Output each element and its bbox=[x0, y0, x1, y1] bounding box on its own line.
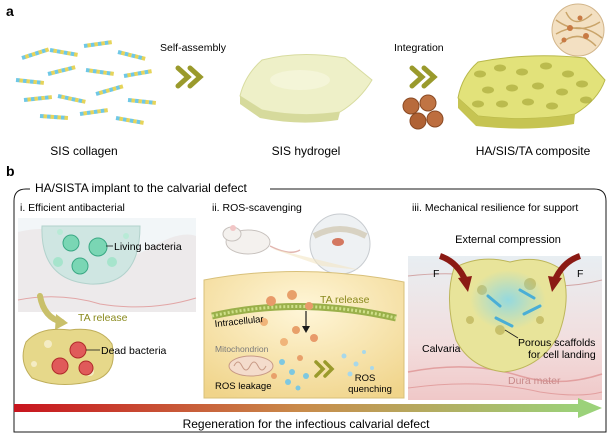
ta-pellets-graphic bbox=[402, 94, 444, 130]
scaffold-label-2: for cell landing bbox=[528, 349, 596, 361]
scaffold-label-1: Porous scaffolds bbox=[518, 337, 595, 349]
composite-graphic bbox=[457, 55, 606, 129]
sis-collagen-label: SIS collagen bbox=[50, 144, 117, 158]
regeneration-label: Regeneration for the infectious calvaria… bbox=[183, 417, 430, 431]
integration-label: Integration bbox=[394, 42, 444, 54]
ta-molecule-icons bbox=[260, 290, 318, 346]
intracellular-label: Intracellular bbox=[214, 314, 264, 330]
ros-quenching-label-2: quenching bbox=[348, 384, 392, 395]
force-arrow-right-icon bbox=[548, 253, 582, 292]
panel-b-frame bbox=[13, 188, 607, 433]
regeneration-gradient-arrow bbox=[14, 398, 602, 418]
down-arrow-icon bbox=[302, 326, 310, 333]
panel-b-title: HA/SISTA implant to the calvarial defect bbox=[35, 181, 248, 195]
ros-quenching-label-1: ROS bbox=[355, 373, 376, 384]
force-label-left: F bbox=[433, 268, 439, 280]
sub2-title: ii. ROS-scavenging bbox=[212, 202, 302, 214]
dead-bacteria-label: Dead bacteria bbox=[101, 345, 167, 357]
chevron-arrow-icon-3 bbox=[314, 360, 335, 378]
dura-mater-label: Dura mater bbox=[508, 375, 561, 387]
panel-b-letter: b bbox=[6, 163, 15, 179]
living-bacteria-label: Living bacteria bbox=[114, 241, 182, 253]
ta-release-label-2: TA release bbox=[320, 294, 370, 306]
sis-collagen-graphic bbox=[15, 40, 157, 125]
chevron-arrow-icon-1 bbox=[175, 65, 204, 89]
quenched-ros-icon bbox=[341, 350, 374, 377]
mouse-icon bbox=[222, 225, 301, 255]
external-compression-label: External compression bbox=[455, 234, 561, 246]
dead-bacteria-scaffold-graphic bbox=[22, 328, 114, 386]
composite-zoom-inset bbox=[551, 3, 605, 57]
ros-leakage-label: ROS leakage bbox=[215, 381, 272, 392]
title-backdrop bbox=[30, 178, 268, 196]
sub1-title: i. Efficient antibacterial bbox=[20, 202, 125, 214]
defect-cavity-graphic bbox=[17, 218, 197, 312]
skull-zoom-inset bbox=[270, 213, 371, 275]
self-assembly-label: Self-assembly bbox=[160, 42, 227, 54]
mitochondrion-icon bbox=[228, 355, 274, 377]
ros-particles-icon bbox=[271, 355, 309, 391]
sis-hydrogel-graphic bbox=[239, 53, 373, 123]
sis-hydrogel-label: SIS hydrogel bbox=[272, 144, 341, 158]
scaffold-leader-line bbox=[504, 329, 519, 339]
mitochondrion-label: Mitochondrion bbox=[215, 344, 269, 354]
force-arrow-left-icon bbox=[438, 253, 472, 292]
calvaria-label: Calvaria bbox=[422, 343, 461, 355]
curved-arrow-icon bbox=[37, 293, 68, 330]
scaffold-implant-graphic bbox=[448, 258, 567, 373]
panel-a-letter: a bbox=[6, 3, 14, 19]
composite-label: HA/SIS/TA composite bbox=[476, 144, 591, 158]
living-bacteria-icon bbox=[53, 229, 129, 275]
force-label-right: F bbox=[577, 268, 583, 280]
sub3-title: iii. Mechanical resilience for support bbox=[412, 202, 578, 214]
ta-release-label-1: TA release bbox=[78, 312, 128, 324]
chevron-arrow-icon-2 bbox=[409, 65, 438, 89]
